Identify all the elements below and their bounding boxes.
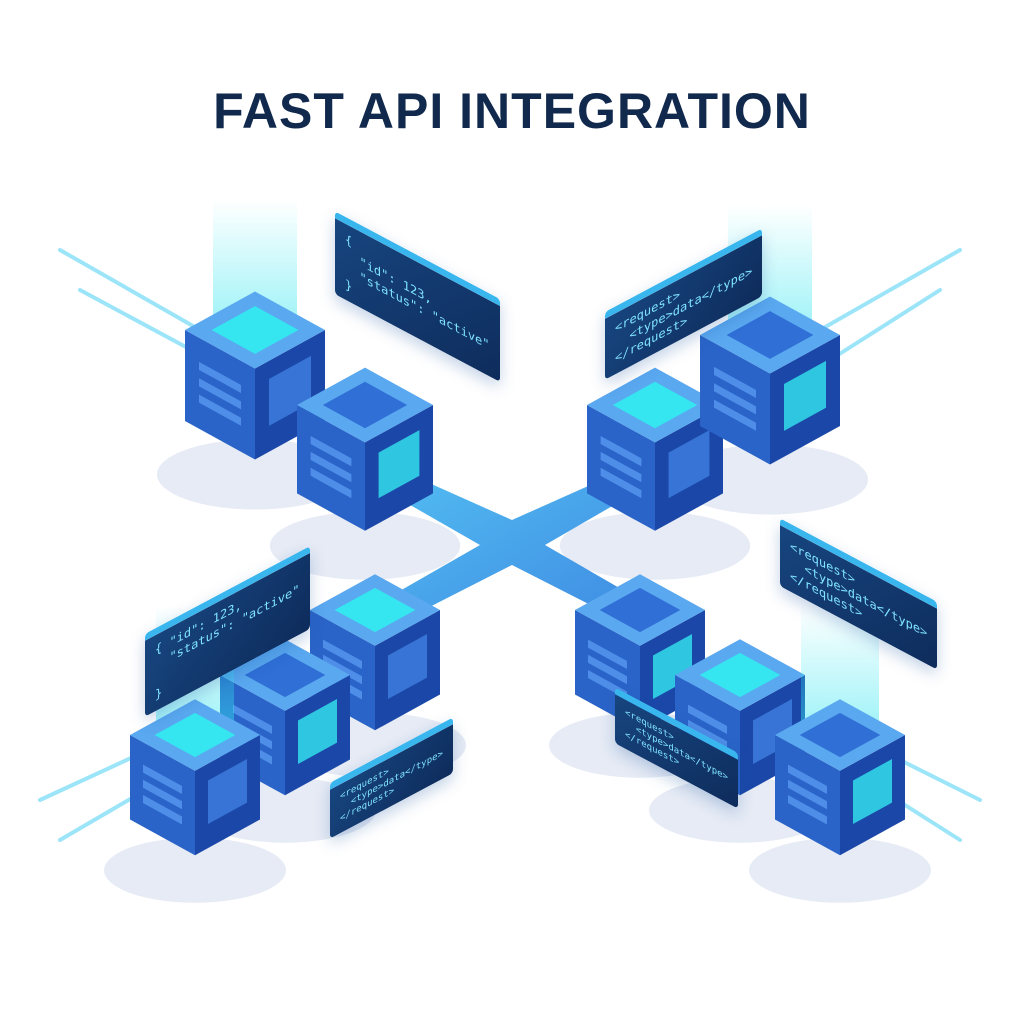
cube-top-screen [244,652,326,698]
cube-top-screen [799,712,881,758]
cube-side-panel [388,634,427,700]
page-title: FAST API INTEGRATION [213,83,811,139]
server-slot [588,639,627,670]
server-slot [310,435,352,467]
cube-top-screen [211,306,299,354]
server-cube [775,605,905,856]
server-slot [199,394,241,426]
server-slot [788,794,827,825]
cube-top-screen [334,587,416,633]
server-slot [143,779,182,810]
server-slot [714,366,756,398]
cube-shadow [559,511,751,580]
server-slot [588,654,627,685]
server-cube [297,367,433,531]
server-slot [233,704,272,735]
cube-side-panel [668,430,710,499]
cube-top-screen [322,381,408,429]
cube-top-screen [599,587,681,633]
server-slot [199,378,241,410]
cube-side-panel [378,430,420,499]
motion-streak [58,248,202,332]
server-cube [310,574,440,731]
cube-shadow [269,511,461,580]
server-slot [323,654,362,685]
motion-streak [828,288,942,362]
cube-top-screen [154,712,236,758]
central-crossroad [384,470,640,620]
server-cube [700,205,840,465]
cube-top-screen [699,652,781,698]
cube-side-panel [784,360,826,431]
server-slot [714,399,756,431]
server-cube [185,200,325,460]
server-slot [199,361,241,393]
cube-shadow [104,837,286,903]
server-slot [323,639,362,670]
server-slot [688,704,727,735]
cube-side-panel [298,699,337,765]
cube-top-screen [726,311,814,359]
cube-top-screen [612,381,698,429]
server-slot [143,794,182,825]
server-slot [600,451,642,483]
server-slot [788,764,827,795]
server-slot [143,764,182,795]
server-slot [788,779,827,810]
cube-side-panel [853,759,892,825]
server-slot [310,451,352,483]
cube-side-panel [208,759,247,825]
server-slot [714,383,756,415]
cube-shadow [749,837,931,903]
server-slot [310,467,352,499]
server-cube [587,367,723,531]
server-slot [600,467,642,499]
motion-streak [818,248,962,332]
server-slot [600,435,642,467]
